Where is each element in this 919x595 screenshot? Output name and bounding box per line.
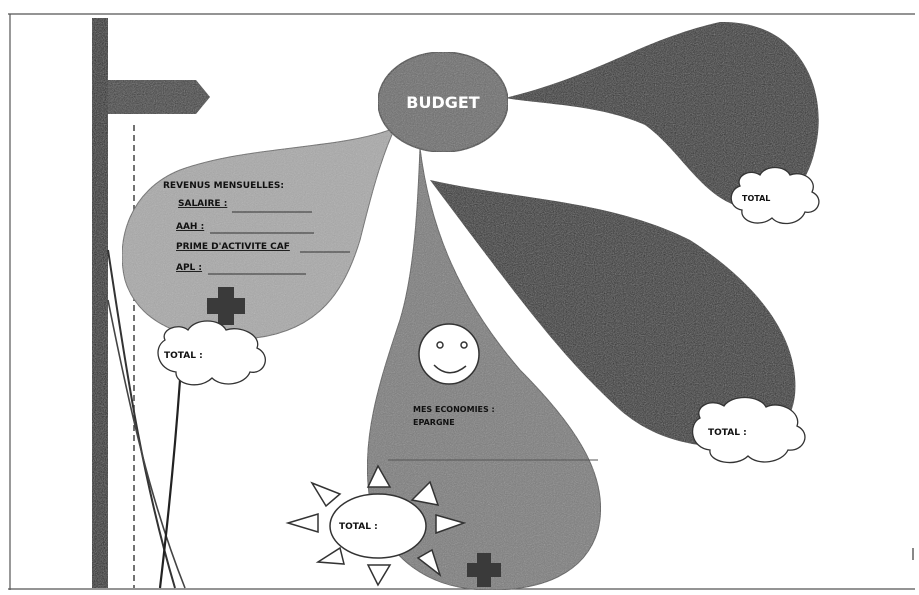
total-right-label: TOTAL :	[708, 428, 747, 438]
income-item-prime: PRIME D'ACTIVITE CAF	[176, 242, 290, 252]
cloud-icon	[691, 396, 806, 464]
budget-label: BUDGET	[406, 93, 480, 112]
page-frame	[8, 13, 915, 590]
right-bubble	[430, 180, 796, 449]
income-item-apl: APL :	[176, 263, 202, 273]
budget-node: BUDGET	[377, 51, 509, 153]
income-bubble	[121, 127, 396, 341]
total-left-label: TOTAL :	[164, 351, 203, 361]
income-list: REVENUS MENSUELLES: SALAIRE : AAH : PRIM…	[163, 181, 350, 275]
total-sun-label: TOTAL :	[339, 522, 378, 532]
income-item-aah: AAH :	[176, 222, 204, 232]
signpost-icon	[92, 18, 210, 589]
savings-bubble	[366, 147, 602, 591]
top-right-bubble	[505, 21, 819, 209]
total-top-right-label: TOTAL	[742, 194, 770, 203]
income-item-salaire: SALAIRE :	[178, 199, 227, 209]
savings-text-line2: EPARGNE	[413, 418, 455, 427]
cloud-icon	[157, 320, 266, 386]
sun-icon	[285, 464, 467, 587]
cloud-icon	[730, 166, 820, 225]
plus-icon	[467, 553, 501, 587]
income-heading: REVENUS MENSUELLES:	[163, 181, 284, 191]
plus-icon	[207, 287, 245, 325]
savings-text-line1: MES ECONOMIES :	[413, 405, 495, 414]
smiley-icon	[418, 323, 480, 385]
sun-core	[329, 493, 427, 559]
edge-marker	[912, 548, 914, 560]
